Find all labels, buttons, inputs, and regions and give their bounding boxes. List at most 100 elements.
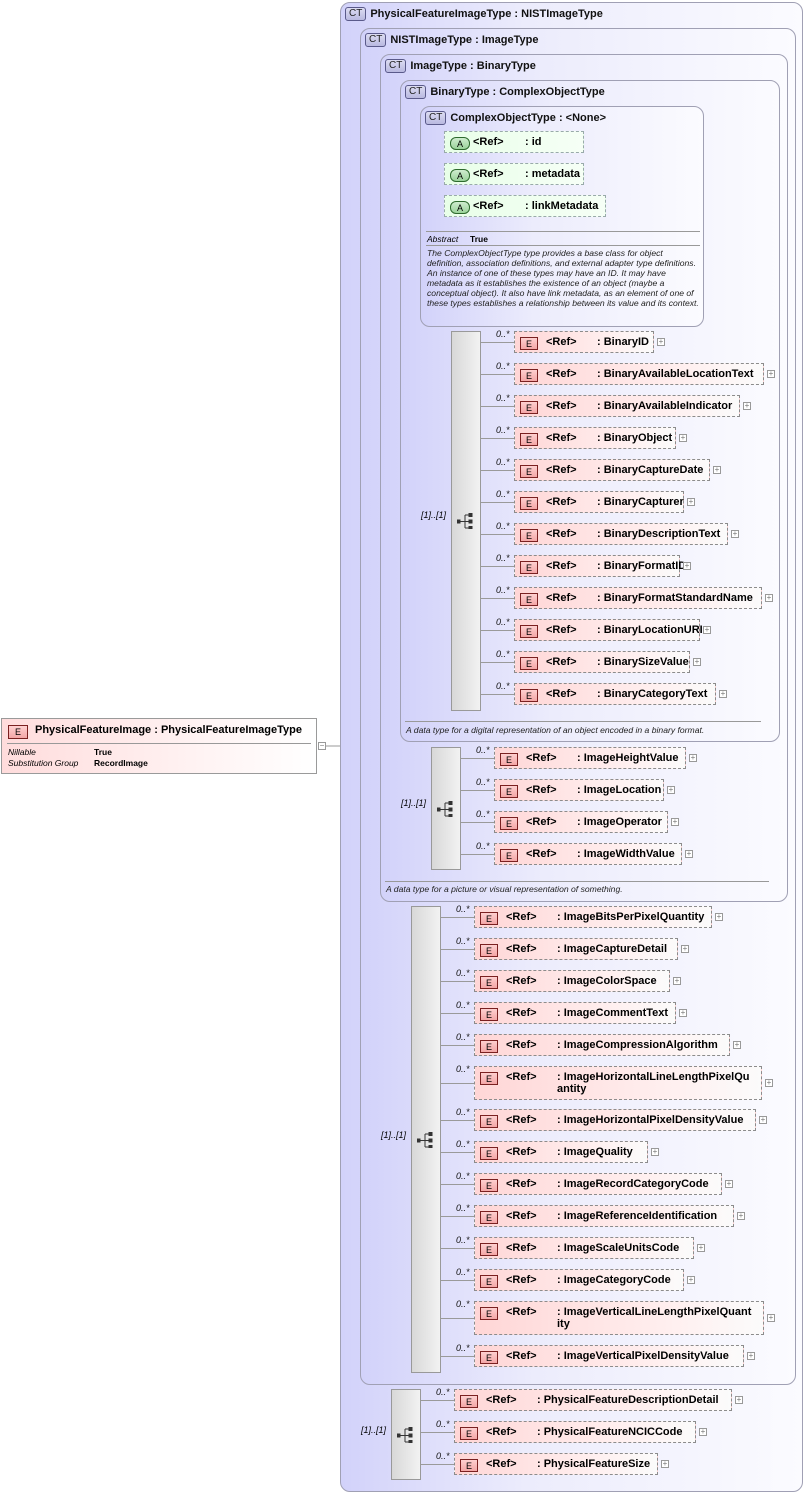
expand-button[interactable]: + [681, 944, 689, 953]
attribute-metadata[interactable]: A <Ref> : metadata [444, 163, 584, 185]
element-binarysizevalue[interactable]: E<Ref>: BinarySizeValue [514, 651, 690, 673]
expand-button[interactable]: + [687, 497, 695, 506]
element-imagecolorspace[interactable]: E<Ref>: ImageColorSpace [474, 970, 670, 992]
element-binarylocationuri[interactable]: E<Ref>: BinaryLocationURI [514, 619, 703, 641]
element-physicalfeaturedescriptiondetail[interactable]: E<Ref>: PhysicalFeatureDescriptionDetail [454, 1389, 732, 1411]
element-name: : BinaryCategoryText [597, 688, 708, 700]
expand-button[interactable]: + [673, 976, 681, 985]
element-binaryavailableindicator[interactable]: E<Ref>: BinaryAvailableIndicator [514, 395, 740, 417]
element-multiplicity: 0..* [496, 553, 510, 563]
expand-button[interactable]: + [683, 561, 691, 570]
element-imageheightvalue[interactable]: E<Ref>: ImageHeightValue [494, 747, 686, 769]
connector-line [481, 438, 514, 439]
expand-button[interactable]: + [687, 1275, 695, 1284]
expand-button[interactable]: + [733, 1040, 741, 1049]
expand-button[interactable]: + [747, 1351, 755, 1360]
element-binarycapturer[interactable]: E<Ref>: BinaryCapturer [514, 491, 684, 513]
element-binarycapturedate[interactable]: E<Ref>: BinaryCaptureDate [514, 459, 710, 481]
element-icon: E [480, 1072, 498, 1085]
connector-line [441, 981, 474, 982]
element-imagewidthvalue[interactable]: E<Ref>: ImageWidthValue [494, 843, 682, 865]
complex-object-documentation: The ComplexObjectType type provides a ba… [427, 248, 699, 308]
expand-button[interactable]: + [719, 689, 727, 698]
element-imagecommenttext[interactable]: E<Ref>: ImageCommentText [474, 1002, 676, 1024]
element-imageverticalpixeldensityvalue[interactable]: E<Ref>: ImageVerticalPixelDensityValue [474, 1345, 744, 1367]
element-ref: <Ref> [506, 1306, 537, 1318]
element-physicalfeaturenciccode[interactable]: E<Ref>: PhysicalFeatureNCICCode [454, 1421, 696, 1443]
expand-button[interactable]: + [735, 1395, 743, 1404]
divider [426, 231, 700, 232]
element-multiplicity: 0..* [436, 1387, 450, 1397]
expand-button[interactable]: + [765, 593, 773, 602]
element-binaryobject[interactable]: E<Ref>: BinaryObject [514, 427, 676, 449]
connector-line [441, 917, 474, 918]
expand-button[interactable]: + [699, 1427, 707, 1436]
nist-image-sequence[interactable] [411, 906, 441, 1373]
element-binaryformatstandardname[interactable]: E<Ref>: BinaryFormatStandardName [514, 587, 762, 609]
element-multiplicity: 0..* [496, 521, 510, 531]
expand-button[interactable]: + [667, 785, 675, 794]
expand-button[interactable]: + [651, 1147, 659, 1156]
expand-button[interactable]: + [661, 1459, 669, 1468]
element-imagescaleunitscode[interactable]: E<Ref>: ImageScaleUnitsCode [474, 1237, 694, 1259]
element-name: : ImageCategoryCode [557, 1274, 671, 1286]
root-element-box[interactable]: E PhysicalFeatureImage : PhysicalFeature… [1, 718, 317, 774]
expand-button[interactable]: + [737, 1211, 745, 1220]
expand-button[interactable]: + [765, 1078, 773, 1087]
element-multiplicity: 0..* [456, 1203, 470, 1213]
expand-button[interactable]: + [693, 657, 701, 666]
expand-button[interactable]: + [725, 1179, 733, 1188]
connector-line [481, 374, 514, 375]
element-multiplicity: 0..* [496, 617, 510, 627]
expand-button[interactable]: + [657, 337, 665, 346]
element-name: : BinaryLocationURI [597, 624, 703, 636]
element-binaryformatid[interactable]: E<Ref>: BinaryFormatID [514, 555, 686, 577]
expand-button[interactable]: + [743, 401, 751, 410]
element-imageoperator[interactable]: E<Ref>: ImageOperator [494, 811, 668, 833]
abstract-value: True [470, 234, 488, 244]
sequence-multiplicity: [1]..[1] [361, 1425, 387, 1435]
expand-button[interactable]: + [767, 1313, 775, 1322]
element-imagelocation[interactable]: E<Ref>: ImageLocation [494, 779, 664, 801]
element-imagereferenceidentification[interactable]: E<Ref>: ImageReferenceIdentification [474, 1205, 734, 1227]
element-binaryavailablelocationtext[interactable]: E<Ref>: BinaryAvailableLocationText [514, 363, 764, 385]
element-binarydescriptiontext[interactable]: E<Ref>: BinaryDescriptionText [514, 523, 728, 545]
element-imagehorizontallinelengthpixelquantity[interactable]: E<Ref>: ImageHorizontalLineLengthPixelQu… [474, 1066, 762, 1100]
expand-button[interactable]: + [767, 369, 775, 378]
element-imageverticallinelengthpixelquantity[interactable]: E<Ref>: ImageVerticalLineLengthPixelQuan… [474, 1301, 764, 1335]
element-binarycategorytext[interactable]: E<Ref>: BinaryCategoryText [514, 683, 716, 705]
element-multiplicity: 0..* [436, 1419, 450, 1429]
expand-button[interactable]: + [715, 912, 723, 921]
element-imagequality[interactable]: E<Ref>: ImageQuality [474, 1141, 648, 1163]
element-imagecategorycode[interactable]: E<Ref>: ImageCategoryCode [474, 1269, 684, 1291]
expand-button[interactable]: + [679, 433, 687, 442]
element-imagehorizontalpixeldensityvalue[interactable]: E<Ref>: ImageHorizontalPixelDensityValue [474, 1109, 756, 1131]
element-imagebitsperpixelquantity[interactable]: E<Ref>: ImageBitsPerPixelQuantity [474, 906, 712, 928]
element-icon: E [460, 1395, 478, 1408]
binary-sequence[interactable] [451, 331, 481, 711]
sequence-icon [397, 1426, 413, 1443]
expand-button[interactable]: + [703, 625, 711, 634]
expand-button[interactable]: + [689, 753, 697, 762]
physical-feature-sequence[interactable] [391, 1389, 421, 1480]
collapse-button[interactable]: − [318, 741, 326, 750]
connector-line [441, 1083, 474, 1084]
element-binaryid[interactable]: E<Ref>: BinaryID [514, 331, 654, 353]
expand-button[interactable]: + [713, 465, 721, 474]
expand-button[interactable]: + [759, 1115, 767, 1124]
expand-button[interactable]: + [679, 1008, 687, 1017]
element-imagerecordcategorycode[interactable]: E<Ref>: ImageRecordCategoryCode [474, 1173, 722, 1195]
expand-button[interactable]: + [671, 817, 679, 826]
sequence-icon [437, 800, 453, 817]
expand-button[interactable]: + [685, 849, 693, 858]
divider [7, 743, 311, 744]
expand-button[interactable]: + [731, 529, 739, 538]
element-icon: E [520, 337, 538, 350]
attribute-link-metadata[interactable]: A <Ref> : linkMetadata [444, 195, 606, 217]
element-imagecapturedetail[interactable]: E<Ref>: ImageCaptureDetail [474, 938, 678, 960]
element-imagecompressionalgorithm[interactable]: E<Ref>: ImageCompressionAlgorithm [474, 1034, 730, 1056]
attribute-id[interactable]: A <Ref> : id [444, 131, 584, 153]
element-physicalfeaturesize[interactable]: E<Ref>: PhysicalFeatureSize [454, 1453, 658, 1475]
image-sequence[interactable] [431, 747, 461, 870]
expand-button[interactable]: + [697, 1243, 705, 1252]
